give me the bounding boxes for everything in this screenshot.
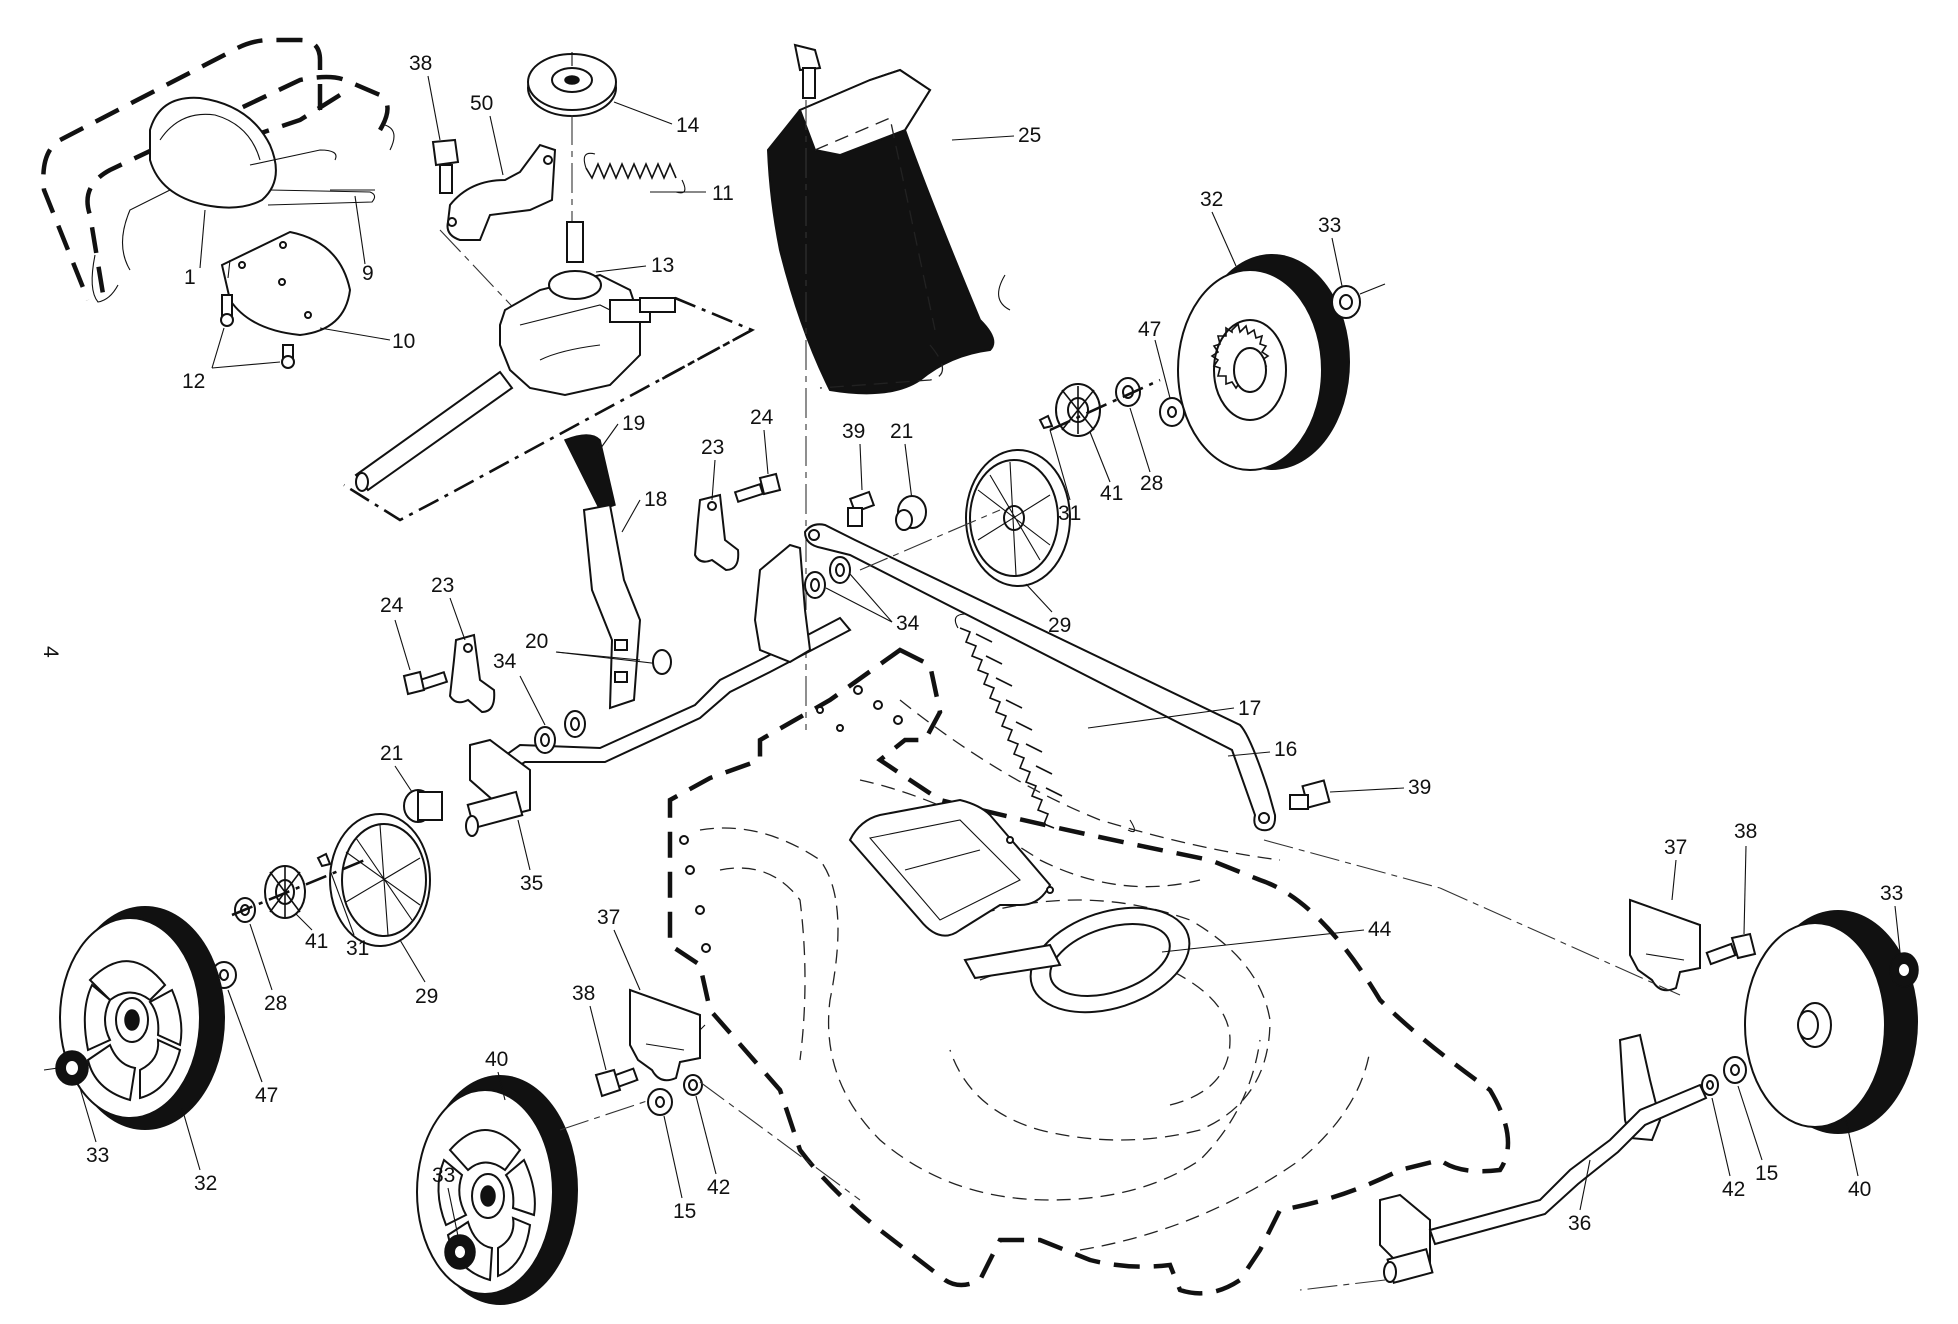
callout-19: 19 (622, 412, 645, 435)
callout-15-left: 15 (673, 1200, 696, 1223)
rear-height-adjuster: 19 18 20 23 23 24 24 (380, 406, 1441, 889)
callout-29-right: 29 (1048, 614, 1071, 637)
callout-47-left: 47 (255, 1084, 278, 1107)
callout-37-right: 37 (1664, 836, 1687, 859)
callout-11: 11 (712, 182, 734, 205)
callout-39-right: 39 (1408, 776, 1431, 799)
callout-40-right: 40 (1848, 1178, 1871, 1201)
callout-17: 17 (1238, 697, 1261, 720)
callout-29-left: 29 (415, 985, 438, 1008)
callout-28-left: 28 (264, 992, 287, 1015)
callout-33-left: 33 (86, 1144, 109, 1167)
callout-1: 1 (184, 266, 196, 289)
grass-catcher: 25 (766, 43, 1041, 730)
callout-14: 14 (676, 114, 700, 137)
callout-41-right: 41 (1100, 482, 1123, 505)
callout-38-right: 38 (1734, 820, 1757, 843)
rear-left-wheel: 21 35 29 31 41 28 47 (43, 742, 543, 1195)
callout-32-right: 32 (1200, 188, 1223, 211)
callout-31-right: 31 (1058, 502, 1081, 525)
callout-13: 13 (651, 254, 674, 277)
callout-38-top: 38 (409, 52, 432, 75)
callout-40-left: 40 (485, 1048, 508, 1071)
callout-25: 25 (1018, 124, 1041, 147)
transmission-assembly: 38 50 14 11 13 (343, 52, 756, 522)
callout-21-left: 21 (380, 742, 403, 765)
front-left-wheel: 37 38 40 33 15 42 (416, 906, 861, 1305)
callout-20: 20 (525, 630, 548, 653)
callout-36: 36 (1568, 1212, 1591, 1235)
callout-21-top: 21 (890, 420, 913, 443)
rear-right-wheel: 29 31 41 28 47 32 33 (859, 188, 1386, 637)
callout-33-frontleft: 33 (432, 1164, 455, 1187)
callout-18: 18 (644, 488, 667, 511)
callout-33-topright: 33 (1318, 214, 1341, 237)
callout-41-left: 41 (305, 930, 328, 953)
callout-10: 10 (392, 330, 415, 353)
callout-44: 44 (1368, 918, 1392, 941)
front-right-wheel: 37 38 36 42 15 40 33 (1299, 820, 1919, 1291)
callout-9: 9 (362, 262, 374, 285)
callout-50: 50 (470, 92, 493, 115)
callout-42-right: 42 (1722, 1178, 1745, 1201)
callout-33-right: 33 (1880, 882, 1903, 905)
callout-23-left: 23 (431, 574, 454, 597)
callout-32-left: 32 (194, 1172, 217, 1195)
callout-23-right: 23 (701, 436, 724, 459)
mower-deck: 44 (667, 647, 1511, 1296)
callout-35: 35 (520, 872, 543, 895)
callout-15-right: 15 (1755, 1162, 1778, 1185)
callout-39-top: 39 (842, 420, 865, 443)
callout-42-left: 42 (707, 1176, 730, 1199)
page-number: 4 (39, 646, 62, 658)
callout-47-right: 47 (1138, 318, 1161, 341)
callout-12: 12 (182, 370, 205, 393)
callout-24-left: 24 (380, 594, 404, 617)
callout-24-right: 24 (750, 406, 774, 429)
callout-37-left: 37 (597, 906, 620, 929)
callout-16: 16 (1274, 738, 1297, 761)
callout-31-left: 31 (346, 937, 369, 960)
callout-34-right: 34 (896, 612, 920, 635)
callout-38-left: 38 (572, 982, 595, 1005)
handle-assembly: 1 9 10 12 (41, 37, 415, 393)
callout-28-right: 28 (1140, 472, 1163, 495)
callout-34-left: 34 (493, 650, 517, 673)
